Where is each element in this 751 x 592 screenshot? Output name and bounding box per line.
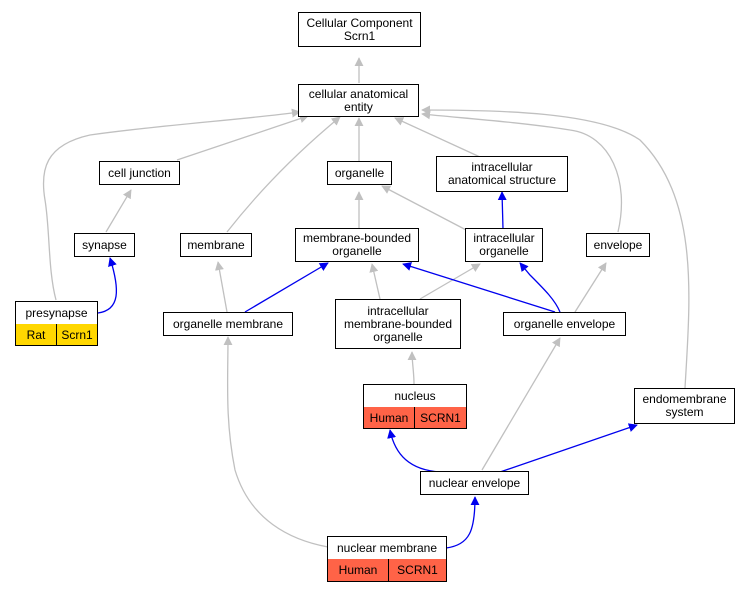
- presynapse-label: presynapse: [16, 302, 97, 325]
- edge-orgenvelope-partof-intraorg: [519, 262, 561, 313]
- edge-nucmembrane-to-orgmembrane: [223, 336, 329, 548]
- edge-nucenvelope-partof-nucleus: [387, 429, 441, 473]
- edge-nucleus-to-imbo: [407, 351, 417, 385]
- edge-membrane-to-cae: [226, 116, 341, 233]
- node-nuclear-envelope[interactable]: nuclear envelope: [420, 471, 529, 495]
- nuclear-membrane-label: nuclear membrane: [328, 537, 446, 560]
- node-organelle-membrane[interactable]: organelle membrane: [163, 312, 293, 336]
- node-nuclear-membrane[interactable]: nuclear membrane Human SCRN1: [327, 536, 447, 582]
- edge-orgmembrane-partof-mbo: [244, 262, 329, 313]
- node-cellular-anatomical-entity[interactable]: cellular anatomical entity: [298, 84, 419, 117]
- edge-nucenvelope-partof-endomembrane: [499, 423, 638, 473]
- edge-celljunction-to-cae: [176, 114, 309, 161]
- edge-nucenvelope-to-orgenvelope: [481, 337, 561, 471]
- edge-presynapse-partof-synapse: [97, 257, 118, 314]
- node-intracellular-organelle[interactable]: intracellular organelle: [465, 228, 543, 262]
- edge-imbo-to-mbo: [369, 263, 381, 300]
- nucleus-label: nucleus: [364, 385, 466, 408]
- node-cell-junction[interactable]: cell junction: [99, 161, 180, 185]
- presynapse-species-cell: Rat: [16, 324, 56, 345]
- edge-nucmembrane-partof-nucenvelope: [445, 496, 480, 549]
- node-endomembrane-system[interactable]: endomembrane system: [634, 388, 735, 424]
- edge-presynapse-to-cae: [42, 108, 301, 301]
- node-presynapse[interactable]: presynapse Rat Scrn1: [15, 301, 98, 346]
- node-organelle[interactable]: organelle: [327, 161, 392, 185]
- edge-synapse-to-celljunction: [105, 189, 132, 233]
- node-membrane[interactable]: membrane: [180, 233, 252, 257]
- edge-imbo-to-intraorg: [419, 263, 481, 300]
- edge-endomembrane-to-cae: [421, 105, 690, 389]
- edge-orgenvelope-to-envelope: [574, 262, 607, 313]
- presynapse-gene-cell: Scrn1: [56, 324, 97, 345]
- edge-orgmembrane-to-membrane: [215, 261, 228, 313]
- nuclear-membrane-species-cell: Human: [328, 559, 388, 581]
- node-nucleus[interactable]: nucleus Human SCRN1: [363, 384, 467, 429]
- nucleus-species-cell: Human: [364, 407, 414, 428]
- edge-orgenvelope-partof-mbo: [402, 262, 556, 313]
- nucleus-gene-cell: SCRN1: [414, 407, 466, 428]
- edge-ias-to-cae: [394, 117, 481, 158]
- node-membrane-bounded-organelle[interactable]: membrane-bounded organelle: [295, 228, 419, 262]
- node-intracellular-anatomical-structure[interactable]: intracellular anatomical structure: [436, 156, 568, 192]
- nuclear-membrane-gene-cell: SCRN1: [388, 559, 446, 581]
- edge-intraorg-to-organelle: [381, 185, 471, 233]
- node-synapse[interactable]: synapse: [74, 233, 135, 257]
- node-organelle-envelope[interactable]: organelle envelope: [503, 312, 626, 336]
- node-intracellular-membrane-bounded-organelle[interactable]: intracellular membrane-bounded organelle: [335, 299, 461, 349]
- node-envelope[interactable]: envelope: [586, 233, 650, 257]
- edge-intraorg-partof-ias: [497, 191, 507, 230]
- edge-envelope-to-cae: [421, 110, 623, 233]
- node-cellular-component-root[interactable]: Cellular Component Scrn1: [298, 12, 421, 47]
